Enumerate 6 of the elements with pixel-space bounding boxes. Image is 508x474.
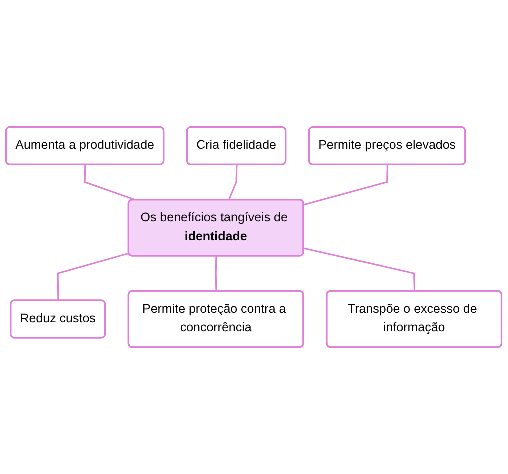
connector (304, 247, 416, 292)
connector (57, 252, 130, 301)
connector (84, 164, 136, 201)
connector (215, 256, 218, 292)
connector (228, 164, 238, 200)
connector (304, 164, 388, 206)
